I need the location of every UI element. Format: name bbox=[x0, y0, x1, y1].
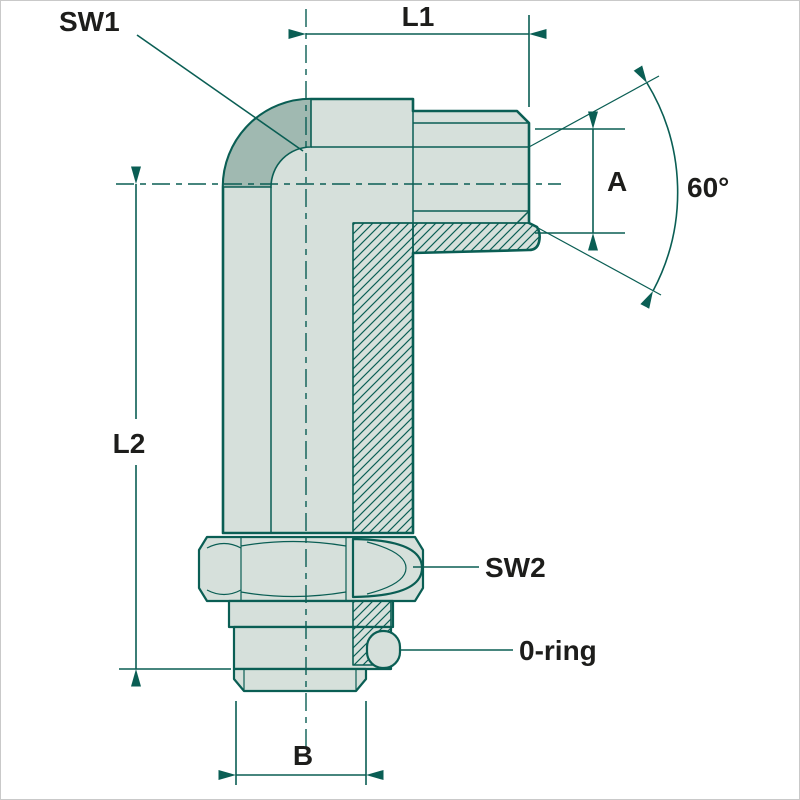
dimension-b: B bbox=[218, 701, 384, 785]
bore-lines bbox=[270, 111, 529, 533]
label-sw2: SW2 bbox=[485, 552, 546, 583]
label-l1: L1 bbox=[402, 1, 435, 32]
hex-chamfer-arc bbox=[240, 591, 347, 598]
angle-arc bbox=[633, 65, 679, 309]
callout-sw2: SW2 bbox=[413, 552, 546, 583]
label-b: B bbox=[293, 740, 313, 771]
centerlines bbox=[116, 9, 561, 749]
swivel-boss-arc bbox=[366, 541, 407, 595]
sw1-leader-line bbox=[136, 34, 304, 152]
hex-chamfer-arc bbox=[240, 540, 347, 547]
label-sw1: SW1 bbox=[59, 6, 120, 37]
thread-lines bbox=[413, 122, 530, 224]
thread-end-chamfer-line bbox=[516, 210, 530, 224]
stud-thread-lines bbox=[243, 670, 357, 690]
dimension-l1: L1 bbox=[288, 1, 547, 107]
dimension-angle-60: 60° bbox=[528, 65, 729, 309]
hex-chamfer-arc bbox=[206, 542, 242, 549]
dimension-l2: L2 bbox=[113, 166, 231, 687]
swivel-boss bbox=[351, 537, 424, 599]
elbow-corner-shading bbox=[222, 98, 312, 188]
cone-line-upper bbox=[528, 75, 660, 148]
hex-chamfer-arc bbox=[206, 589, 242, 596]
hex-nut-facets bbox=[206, 537, 347, 601]
dimension-a: A bbox=[535, 111, 627, 251]
stem-section-hatch bbox=[352, 222, 414, 534]
dimensions: L1 SW1 A 60° bbox=[59, 1, 729, 785]
fitting-body bbox=[197, 97, 541, 693]
label-l2: L2 bbox=[113, 428, 146, 459]
oring bbox=[365, 629, 402, 670]
flange-section-hatch bbox=[412, 222, 541, 254]
label-oring: 0-ring bbox=[519, 635, 597, 666]
callout-sw1: SW1 bbox=[59, 6, 304, 152]
label-a: A bbox=[607, 166, 627, 197]
label-angle: 60° bbox=[687, 172, 729, 203]
bottom-stud bbox=[232, 667, 368, 693]
callout-oring: 0-ring bbox=[401, 635, 597, 666]
